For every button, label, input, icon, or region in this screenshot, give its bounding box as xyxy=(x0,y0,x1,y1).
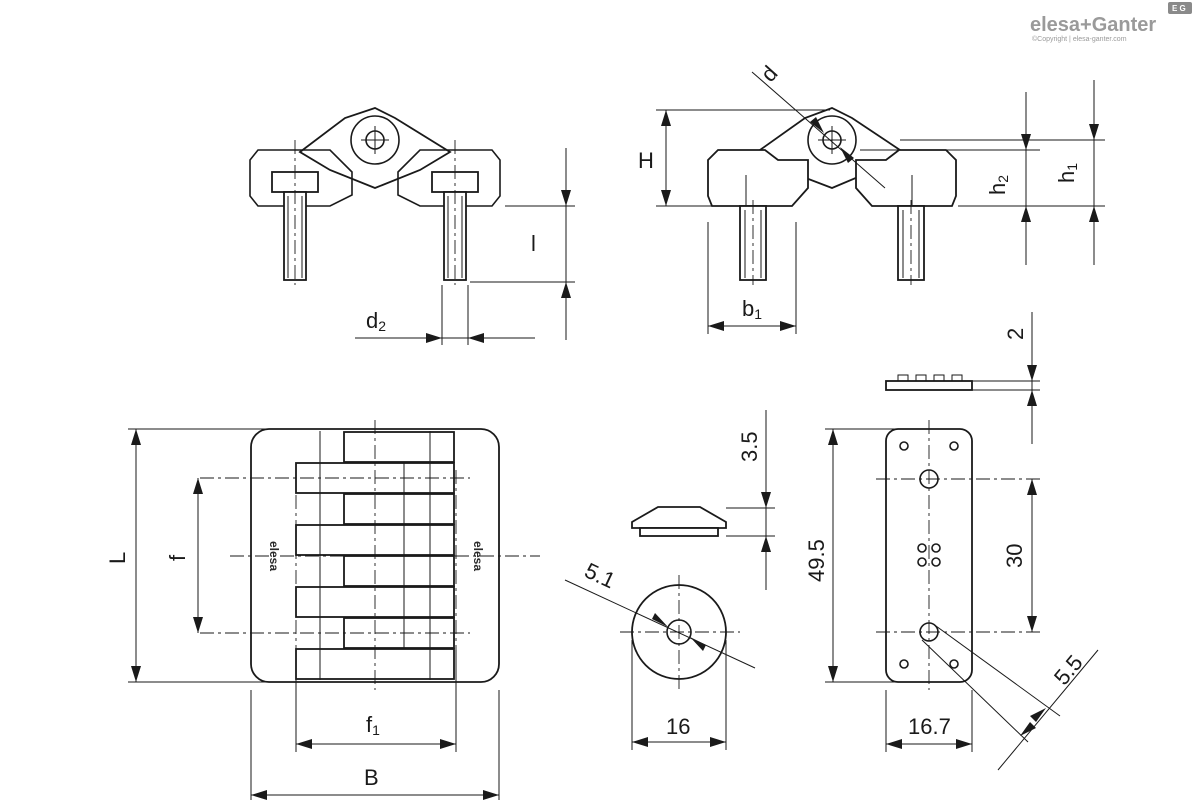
right-knurled-knob xyxy=(397,149,501,207)
plate-corner-hole xyxy=(899,441,909,451)
front-view-hinge: elesa elesa L f f1 B xyxy=(105,420,540,800)
copyright-text: ©Copyright | elesa-ganter.com xyxy=(1032,35,1127,43)
label-L: L xyxy=(105,552,130,564)
label-5-1: 5.1 xyxy=(581,558,619,594)
label-f1: f1 xyxy=(366,712,380,738)
label-H: H xyxy=(638,148,654,173)
plate-corner-hole xyxy=(949,659,959,669)
right-elesa-mark: elesa xyxy=(471,541,485,571)
label-30: 30 xyxy=(1002,544,1027,568)
label-h1: h1 xyxy=(1054,163,1080,183)
cap-detail: 3.5 5.1 16 xyxy=(564,410,775,750)
label-3-5: 3.5 xyxy=(737,431,762,462)
label-49-5: 49.5 xyxy=(804,539,829,582)
plate-corner-hole xyxy=(949,441,959,451)
label-f: f xyxy=(165,554,190,561)
left-knurled-knob xyxy=(249,149,353,207)
plate-profile xyxy=(885,380,973,391)
cap-base xyxy=(639,527,719,537)
label-B: B xyxy=(364,765,379,790)
left-tapered-knob xyxy=(707,149,809,207)
logo-text: elesa+Ganter xyxy=(1030,14,1156,36)
pivot-boss xyxy=(350,115,400,165)
label-l: l xyxy=(531,231,536,256)
section-view-knobs: l d2 xyxy=(249,107,575,345)
label-d: d xyxy=(756,61,783,87)
right-tapered-knob xyxy=(855,149,957,207)
brand-logo: elesa+Ganter ©Copyright | elesa-ganter.c… xyxy=(1030,2,1192,43)
eg-badge xyxy=(1168,2,1192,14)
label-d2: d2 xyxy=(366,308,386,334)
plate-corner-hole xyxy=(899,659,909,669)
label-16: 16 xyxy=(666,714,690,739)
pivot-boss-side xyxy=(807,115,857,165)
plate-detail: 2 49.5 30 5.5 xyxy=(804,312,1099,771)
label-2: 2 xyxy=(1003,328,1028,340)
label-b1: b1 xyxy=(742,296,762,322)
side-view-hinge: d H h2 h1 b1 xyxy=(638,61,1105,334)
label-16-7: 16.7 xyxy=(908,714,951,739)
label-5-5: 5.5 xyxy=(1049,650,1088,690)
label-h2: h2 xyxy=(985,175,1011,195)
cap-profile xyxy=(631,506,727,529)
eg-badge-text: E G xyxy=(1172,4,1186,13)
plate-center-pattern xyxy=(917,543,941,567)
